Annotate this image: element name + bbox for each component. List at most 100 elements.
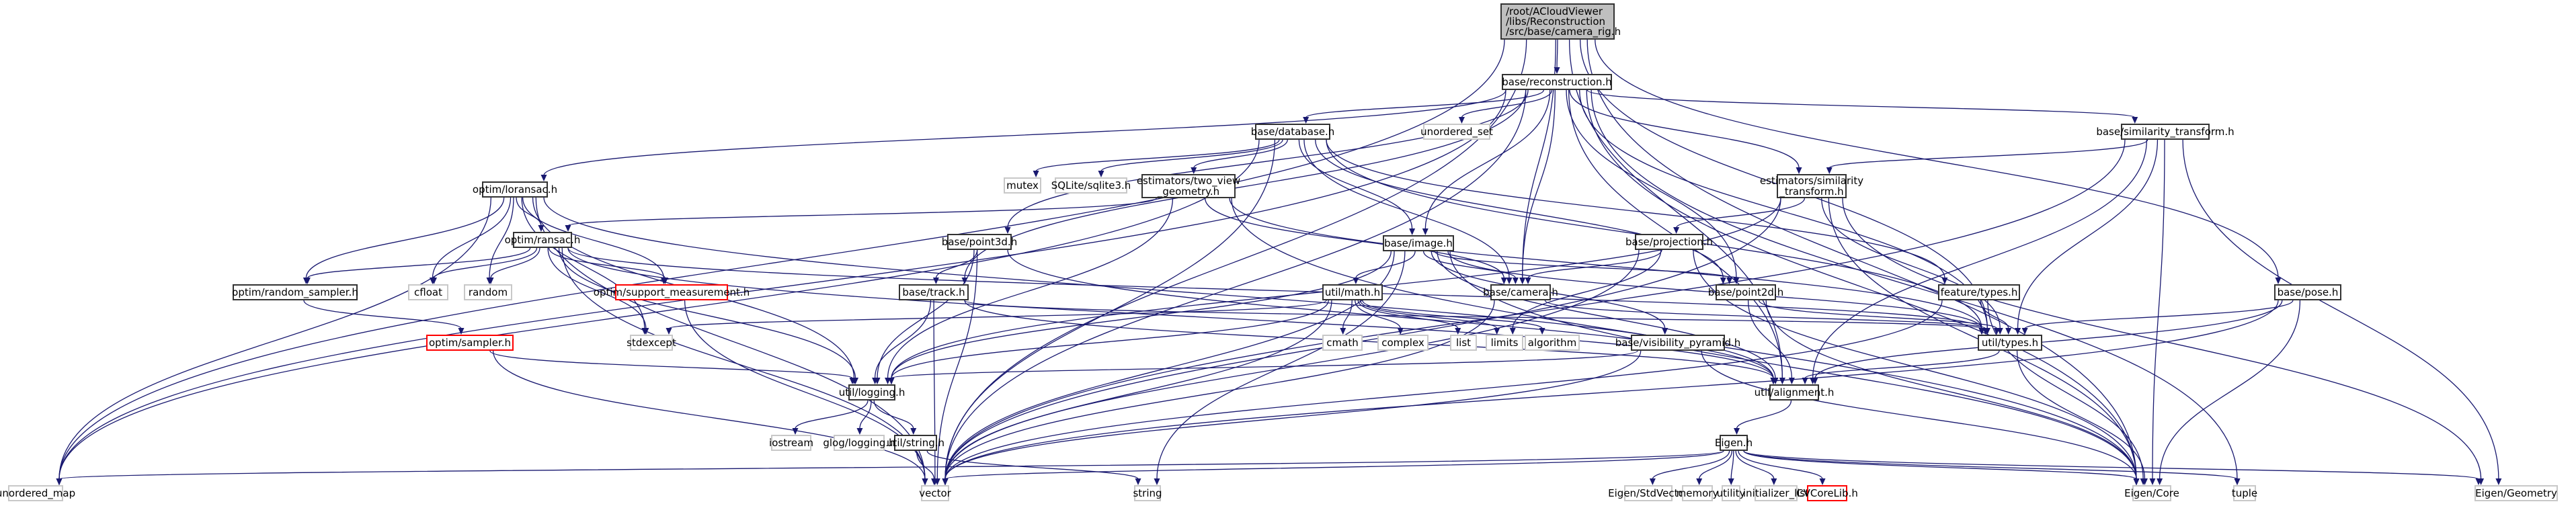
edge-database-to-point2d [1315, 139, 1724, 279]
edge-root-to-eigen_core [1586, 39, 2137, 480]
node-point3d[interactable]: base/point3d.h [942, 234, 1017, 250]
arrowhead [1409, 228, 1416, 235]
node-unordered-map: unordered_map [0, 485, 75, 501]
node-random-sampler[interactable]: optim/random_sampler.h [232, 284, 358, 300]
edge-reconstruction-to-database [1305, 89, 1544, 118]
arrowhead [872, 378, 879, 384]
edge-util_math-to-complex [1355, 300, 1401, 329]
arrowhead [1802, 378, 1808, 384]
node-image[interactable]: base/image.h [1383, 235, 1454, 251]
edge-reconstruction-to-unordered_set [1461, 89, 1553, 118]
edge-image-to-point2d [1434, 251, 1730, 279]
arrowhead [1796, 167, 1802, 174]
edge-image-to-logging [891, 251, 1392, 379]
arrowhead [2005, 328, 2012, 335]
edge-database-to-camera [1303, 139, 1510, 279]
arrowhead [1779, 378, 1785, 384]
arrowhead [56, 478, 63, 485]
node-track[interactable]: base/track.h [899, 284, 969, 300]
edge-database-to-feature_types [1326, 139, 1945, 279]
node-root[interactable]: /root/ACloudViewer /libs/Reconstruction … [1500, 3, 1621, 40]
arrowhead [1422, 228, 1428, 235]
node-feature-types[interactable]: feature/types.h [1938, 284, 2020, 300]
arrowhead [1033, 171, 1039, 177]
arrowhead [2475, 478, 2482, 485]
edge-reconstruction-to-image [1424, 89, 1551, 230]
node-list: list [1450, 335, 1477, 351]
edge-reconstruction-to-point2d [1566, 89, 1737, 279]
edges-layer [56, 39, 2502, 485]
edge-root-to-reconstruction [1556, 39, 1558, 69]
node-database[interactable]: base/database.h [1251, 124, 1334, 140]
arrowhead [2021, 328, 2028, 335]
node-est-sim[interactable]: estimators/similarity _transform.h [1759, 174, 1864, 198]
edge-projection-to-camera [1527, 249, 1662, 279]
node-sqlite: SQLite/sqlite3.h [1051, 177, 1131, 194]
edge-point2d-to-util_types [1759, 300, 1997, 329]
edge-track-to-logging [874, 300, 932, 379]
node-eigen-h[interactable]: Eigen.h [1715, 435, 1753, 451]
edge-point3d-to-track [935, 249, 978, 279]
node-camera[interactable]: base/camera.h [1483, 284, 1558, 300]
edge-loransac-to-unordered_map [58, 197, 491, 480]
edge-image-to-string [1156, 251, 1406, 480]
edge-ransac-to-logging [558, 247, 856, 379]
arrowhead [922, 478, 928, 485]
node-eigen-core: Eigen/Core [2124, 485, 2179, 501]
node-tuple: tuple [2232, 485, 2257, 501]
node-util-math[interactable]: util/math.h [1322, 284, 1383, 300]
edge-point2d-to-eigen_core [1765, 300, 2137, 480]
arrowhead [304, 278, 311, 284]
node-alignment[interactable]: util/alignment.h [1755, 384, 1834, 400]
node-pose[interactable]: base/pose.h [2274, 284, 2341, 300]
node-logging[interactable]: util/logging.h [839, 384, 905, 400]
arrowhead [856, 428, 863, 435]
arrowhead [1397, 328, 1404, 335]
node-support-meas[interactable]: optim/support_measurement.h [594, 284, 750, 300]
arrowhead [1458, 117, 1465, 124]
edge-est_sim-to-eigen_geometry [1842, 198, 2482, 480]
edge-ransac-to-cfloat [433, 247, 538, 279]
edge-two_view-to-logging [887, 198, 1174, 379]
edge-point2d-to-alignment [1747, 300, 1793, 379]
node-util-types[interactable]: util/types.h [1978, 335, 2042, 351]
edge-util_math-to-stdexcept [668, 300, 1327, 329]
node-ransac[interactable]: optim/ransac.h [505, 232, 580, 248]
edge-sim_transform-to-vector [944, 139, 2126, 480]
arrowhead [1500, 278, 1507, 284]
arrowhead [540, 175, 547, 181]
arrowhead [1509, 328, 1516, 335]
edge-image-to-util_math [1355, 251, 1416, 279]
node-util-string[interactable]: util/string.h [887, 435, 944, 451]
node-random: random [464, 284, 512, 300]
node-reconstruction[interactable]: base/reconstruction.h [1502, 74, 1612, 90]
node-point2d[interactable]: base/point2d.h [1708, 284, 1783, 300]
edge-est_sim-to-projection [1675, 198, 1806, 228]
arrowhead [932, 278, 939, 284]
node-sampler[interactable]: optim/sampler.h [426, 335, 514, 351]
arrowhead [1098, 171, 1104, 177]
node-algorithm: algorithm [1525, 335, 1580, 351]
arrowhead [1525, 278, 1531, 284]
edge-database-to-two_view [1193, 139, 1288, 169]
edge-track-to-vector [933, 300, 936, 480]
node-vis-pyramid[interactable]: base/visibility_pyramid.h [1615, 335, 1740, 351]
edge-util_math-to-logging [891, 300, 1329, 379]
edge-point3d-to-logging [877, 249, 975, 379]
node-projection[interactable]: base/projection.h [1625, 234, 1713, 250]
arrowhead [1662, 328, 1668, 335]
edge-eigen_h-to-utility [1730, 450, 1734, 480]
node-cvcorelib[interactable]: CVCoreLib.h [1796, 485, 1858, 501]
edge-database-to-sqlite [1100, 139, 1283, 172]
node-two-view[interactable]: estimators/two_view _geometry.h [1136, 174, 1241, 198]
arrowhead [666, 328, 672, 335]
edge-random_sampler-to-sampler [303, 300, 462, 329]
node-loransac[interactable]: optim/loransac.h [473, 181, 557, 198]
edge-eigen_h-to-vector [944, 450, 1724, 480]
edge-camera-to-util_types [1544, 300, 1986, 329]
edge-ransac-to-random_sampler [307, 247, 531, 279]
edge-ransac-to-support_meas [548, 247, 666, 279]
edge-util_math-to-list [1357, 300, 1459, 329]
node-sim-transform[interactable]: base/similarity_transform.h [2096, 124, 2235, 140]
edge-sampler-to-vector [492, 350, 926, 480]
